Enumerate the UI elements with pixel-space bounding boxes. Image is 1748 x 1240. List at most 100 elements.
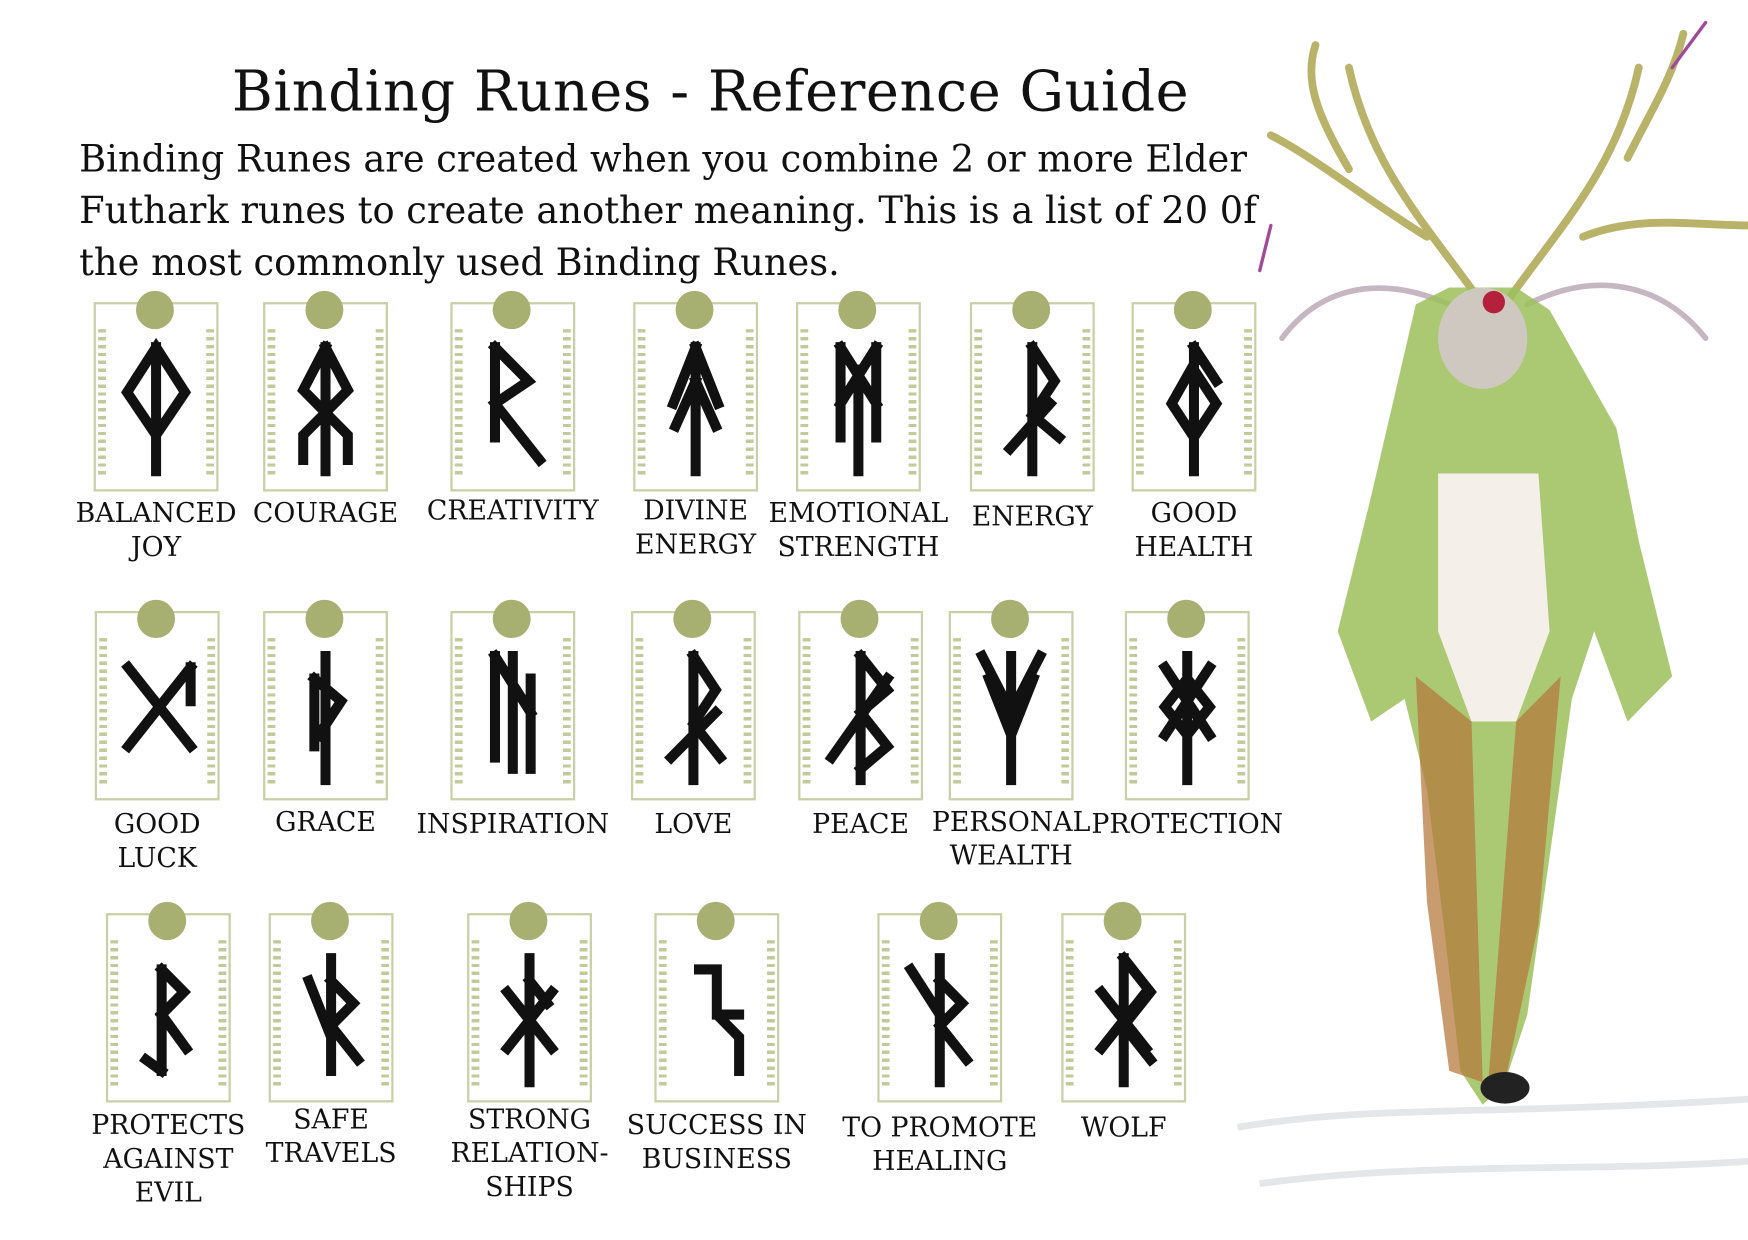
rune-card <box>948 599 1074 801</box>
intro-text: Binding Runes are created when you combi… <box>79 133 1283 289</box>
medallion-icon <box>991 599 1029 639</box>
medallion-icon <box>1167 599 1206 639</box>
rune-card <box>798 599 924 801</box>
rune-label-line: TRAVELS <box>265 1137 397 1170</box>
medallion-icon <box>1103 901 1142 941</box>
rune-label-line: HEALTH <box>1134 530 1254 563</box>
rune-label-line: TO PROMOTE <box>842 1111 1038 1144</box>
bindrune-glyph-icon <box>1165 340 1224 477</box>
rune-card <box>877 901 1003 1103</box>
rune-label-line: PROTECTS <box>91 1109 246 1141</box>
medallion-icon <box>148 901 187 941</box>
medallion-icon <box>840 599 879 639</box>
bindrune-glyph-icon <box>824 648 895 786</box>
bindrune-glyph-icon <box>488 649 538 774</box>
rune-label: COURAGE <box>225 496 426 530</box>
rune-label: PROTECTION <box>1087 807 1288 841</box>
bindrune-glyph-icon <box>302 953 365 1077</box>
rune-card <box>969 290 1095 492</box>
bindrune-glyph-icon <box>1158 651 1217 786</box>
medallion-icon <box>492 599 531 639</box>
rune-label-line: EVIL <box>134 1176 202 1209</box>
rune-label-line: BUSINESS <box>641 1143 792 1175</box>
rune-card <box>263 290 388 492</box>
rune-label: WOLF <box>1023 1110 1224 1144</box>
medallion-icon <box>838 290 877 330</box>
rune-card <box>263 599 388 801</box>
rune-card <box>630 599 756 801</box>
bindrune-glyph-icon <box>297 340 354 477</box>
rune-label-line: ENERGY <box>971 500 1093 533</box>
intro-line: the most commonly used Binding Runes. <box>79 240 840 285</box>
rune-label-line: RELATION- <box>450 1137 609 1170</box>
medallion-icon <box>492 290 531 330</box>
bindrune-glyph-icon <box>833 340 884 477</box>
rune-label-line: STRENGTH <box>777 530 940 563</box>
rune-card <box>450 599 576 801</box>
bindrune-glyph-icon <box>121 337 192 477</box>
medallion-icon <box>673 599 712 639</box>
bindrune-glyph-icon <box>664 649 728 786</box>
medallion-icon <box>1173 290 1212 330</box>
rune-card <box>1061 901 1187 1103</box>
medallion-icon <box>675 290 714 330</box>
rune-label-line: WEALTH <box>949 839 1073 872</box>
forest-spirit-illustration <box>1236 20 1748 1188</box>
bindrune-glyph-icon <box>121 660 198 754</box>
medallion-icon <box>305 290 344 330</box>
rune-label-line: PEACE <box>812 808 910 840</box>
rune-card <box>467 901 592 1103</box>
medallion-icon <box>305 599 344 639</box>
medallion-icon <box>919 901 958 941</box>
medallion-icon <box>311 901 349 941</box>
bindrune-glyph-icon <box>500 953 559 1088</box>
medallion-icon <box>1012 290 1051 330</box>
bindrune-glyph-icon <box>1094 951 1158 1088</box>
rune-label-line: ENERGY <box>635 528 757 561</box>
intro-line: Binding Runes are created when you combi… <box>79 136 1247 181</box>
medallion-icon <box>509 901 548 941</box>
rune-card <box>1124 599 1250 801</box>
rune-label-line: PERSONAL <box>931 806 1091 838</box>
intro-line: Futhark runes to create another meaning.… <box>79 188 1257 233</box>
bindrune-glyph-icon <box>903 953 974 1088</box>
page-title: Binding Runes - Reference Guide <box>231 58 1190 125</box>
rune-label-line: GOOD <box>1150 497 1238 529</box>
rune-card <box>93 290 219 492</box>
rune-label-line: WOLF <box>1080 1111 1167 1144</box>
rune-label: GRACE <box>225 805 426 839</box>
bindrune-glyph-icon <box>975 649 1047 786</box>
rune-label-line: EMOTIONAL <box>768 497 949 529</box>
bindrune-glyph-icon <box>487 340 547 468</box>
rune-label-line: PROTECTION <box>1091 808 1284 840</box>
rune-label-line: LOVE <box>654 808 733 840</box>
rune-label: INSPIRATION <box>412 807 613 841</box>
rune-label-line: SAFE <box>293 1103 369 1136</box>
rune-label-line: SHIPS <box>485 1171 574 1203</box>
rune-label-line: CREATIVITY <box>426 494 599 527</box>
rune-card <box>450 290 576 492</box>
rune-label-line: GOOD <box>113 808 201 840</box>
rune-label: LOVE <box>593 807 794 841</box>
bindrune-glyph-icon <box>139 962 194 1079</box>
medallion-icon <box>136 290 174 330</box>
rune-label-line: COURAGE <box>252 497 399 529</box>
rune-label-line: DIVINE <box>643 494 749 527</box>
rune-label-line: BALANCED <box>75 497 237 529</box>
rune-card <box>105 901 231 1103</box>
rune-card <box>1131 290 1257 492</box>
rune-label-line: INSPIRATION <box>416 808 610 840</box>
bindrune-glyph-icon <box>666 340 725 477</box>
rune-card <box>94 599 220 801</box>
medallion-icon <box>696 901 735 941</box>
